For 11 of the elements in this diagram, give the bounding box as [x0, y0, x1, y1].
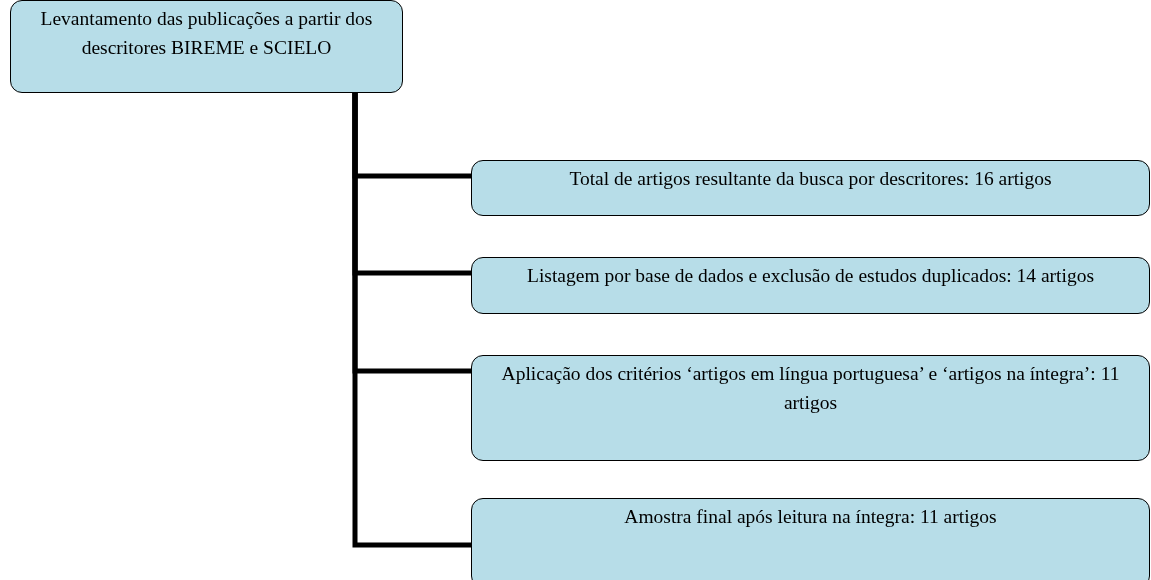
box-text: Total de artigos resultante da busca por descritores: 16 artigos — [568, 167, 1053, 191]
process-box — [471, 355, 1150, 461]
process-box — [10, 0, 403, 93]
box-text: Listagem por base de dados e exclusão de estudos duplicados: 14 artigos — [526, 264, 1095, 288]
process-box — [471, 160, 1150, 216]
connector-line — [352, 93, 471, 548]
box-text: Amostra final após leitura na íntegra: 11 artigos — [623, 505, 998, 529]
process-box — [471, 498, 1150, 580]
box-text: Aplicação dos critérios ‘artigos em língua portuguesa’ e ‘artigos na íntegra’: 11 artigos — [500, 362, 1121, 416]
process-box — [471, 257, 1150, 314]
box-text: Levantamento das publicações a partir dos descritores BIREME e SCIELO — [39, 7, 374, 61]
